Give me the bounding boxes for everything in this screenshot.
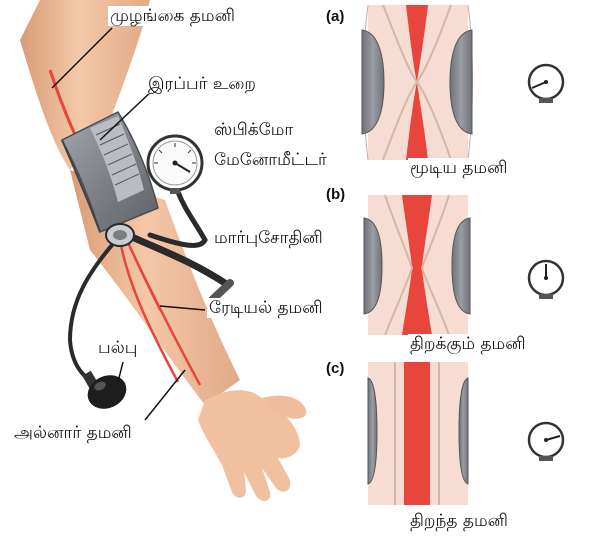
label-radial-artery: ரேடியல் தமனி — [207, 298, 325, 318]
panel-b-caption: திறக்கும் தமனி — [408, 334, 528, 354]
panel-c-gauge — [529, 423, 563, 461]
label-stethoscope: மார்புசோதினி — [212, 228, 325, 248]
panel-b-gauge — [529, 261, 563, 299]
panel-a-gauge — [529, 65, 563, 103]
panel-b-letter: (b) — [326, 186, 345, 203]
panel-c-letter: (c) — [326, 360, 344, 377]
panel-c-caption: திறந்த தமனி — [408, 511, 510, 531]
label-sphygmomanometer-line2: மேனோமீட்டர் — [212, 150, 329, 170]
label-sphygmomanometer-line1: ஸ்பிக்மோ — [212, 120, 295, 140]
panel-a-letter: (a) — [326, 8, 344, 25]
panel-b-illustration — [364, 195, 470, 335]
panel-a-illustration — [362, 5, 473, 160]
bulb-pump — [82, 369, 132, 415]
label-ulnar-artery: அல்னார் தமனி — [12, 423, 134, 443]
sphygmomanometer-gauge — [148, 136, 202, 194]
stethoscope-chestpiece — [106, 224, 134, 246]
label-brachial-artery: முழங்கை தமனி — [108, 6, 237, 26]
panel-c-illustration — [368, 362, 468, 505]
panel-a-caption: மூடிய தமனி — [408, 158, 509, 178]
label-rubber-cuff: இரப்பர் உறை — [146, 74, 258, 94]
label-bulb: பல்பு — [96, 338, 139, 358]
